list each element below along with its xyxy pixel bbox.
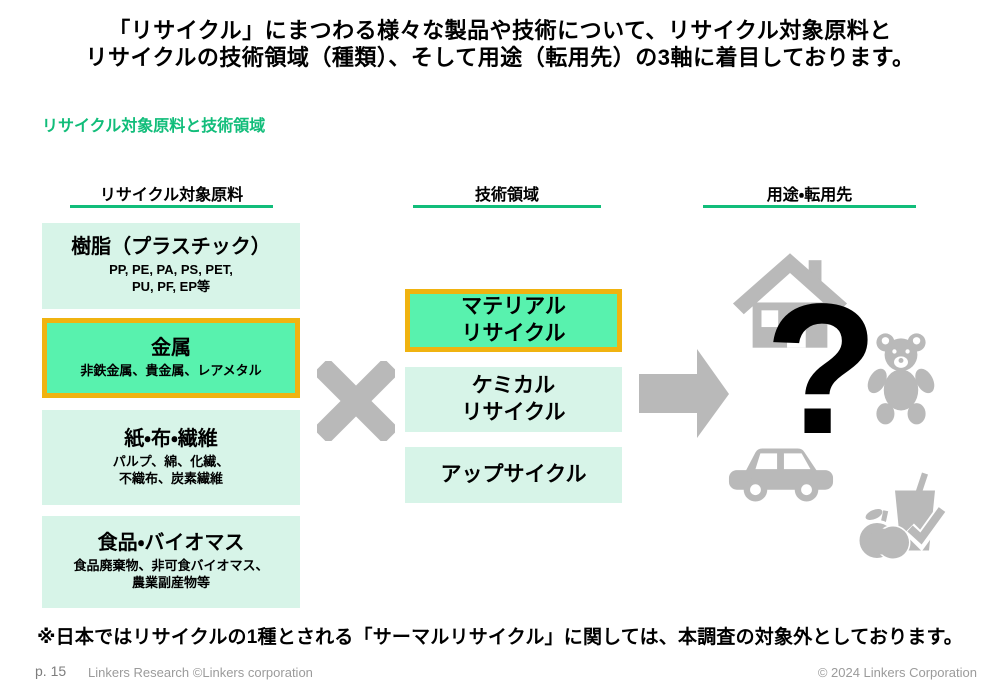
page-number: p. 15 <box>35 663 67 679</box>
multiply-icon <box>317 361 395 441</box>
footer-credit-right: © 2024 Linkers Corporation <box>817 665 977 680</box>
material-box-title: 金属 <box>151 336 191 359</box>
material-box-sub: 非鉄金属、貴金属、レアメタル <box>80 362 262 378</box>
slide-title-line1: 「リサイクル」にまつわる様々な製品や技術について、リサイクル対象原料と <box>108 18 892 43</box>
material-box-title: 樹脂（プラスチック） <box>71 236 271 259</box>
material-box-sub: 食品廃棄物、非可食バイオマス、 農業副産物等 <box>73 558 269 590</box>
tech-box-label: マテリアル リサイクル <box>461 295 566 345</box>
material-box-resin: 樹脂（プラスチック） PP, PE, PA, PS, PET, PU, PF, … <box>42 223 300 309</box>
slide-title-line2: リサイクルの技術領域（種類）、そして用途（転用先）の3軸に着目しております。 <box>85 45 915 71</box>
house-icon <box>732 253 848 348</box>
tech-box-chemical-recycle: ケミカル リサイクル <box>405 367 622 432</box>
teddy-bear-icon <box>867 333 935 425</box>
material-box-title: 紙・布・繊維 <box>124 427 218 450</box>
tech-box-material-recycle-highlighted: マテリアル リサイクル <box>405 289 622 352</box>
question-mark: ? <box>764 266 879 473</box>
arrow-right-icon <box>639 349 729 438</box>
material-box-food-biomass: 食品・バイオマス 食品廃棄物、非可食バイオマス、 農業副産物等 <box>42 516 300 608</box>
footnote: ※日本ではリサイクルの1種とされる「サーマルリサイクル」に関しては、本調査の対象… <box>37 627 963 648</box>
column-header-materials: リサイクル対象原料 <box>70 181 273 208</box>
material-box-sub: PP, PE, PA, PS, PET, PU, PF, EP等 <box>109 262 233 294</box>
footer-credit-left: Linkers Research ©Linkers corporation <box>88 665 313 680</box>
food-waste-icon <box>856 472 949 561</box>
material-box-metal-highlighted: 金属 非鉄金属、貴金属、レアメタル <box>42 318 300 398</box>
car-icon <box>728 448 834 502</box>
column-header-applications: 用途・転用先 <box>703 181 916 208</box>
section-label: リサイクル対象原料と技術領域 <box>42 118 266 135</box>
material-box-sub: パルプ、綿、化繊、 不織布、炭素繊維 <box>112 453 230 486</box>
material-box-title: 食品・バイオマス <box>97 532 245 555</box>
column-header-technologies: 技術領域 <box>413 181 601 208</box>
tech-box-upcycle: アップサイクル <box>405 447 622 503</box>
tech-box-label: アップサイクル <box>440 462 587 486</box>
material-box-paper-cloth-fiber: 紙・布・繊維 パルプ、綿、化繊、 不織布、炭素繊維 <box>42 410 300 505</box>
slide-title: 「リサイクル」にまつわる様々な製品や技術について、リサイクル対象原料と リサイク… <box>0 17 1000 72</box>
tech-box-label: ケミカル リサイクル <box>461 374 566 424</box>
